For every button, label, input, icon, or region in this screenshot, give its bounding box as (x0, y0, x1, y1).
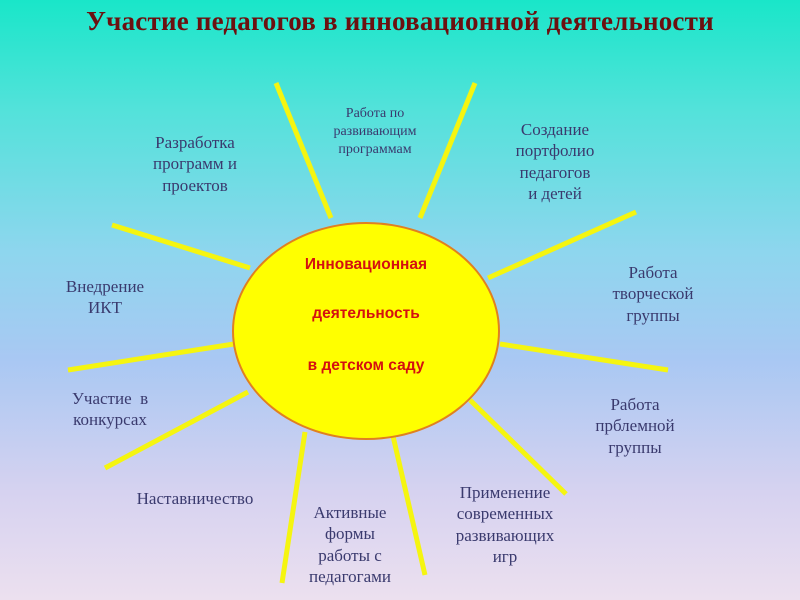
label-nastavnichestvo: Наставничество (136, 489, 254, 508)
ray (417, 82, 478, 219)
ray (486, 209, 638, 281)
center-text-line-2: деятельность (312, 305, 420, 322)
label-konkursy: Участие в конкурсах (71, 389, 149, 430)
ray (390, 435, 428, 576)
label-razrabotka: Разработка программ и проектов (153, 133, 237, 195)
label-portfolio: Создание портфолио педагогов и детей (515, 120, 595, 203)
slide-title: Участие педагогов в инновационной деятел… (86, 6, 714, 36)
ray (499, 341, 669, 373)
ray (103, 389, 250, 471)
center-text-line-1: Инновационная (304, 256, 428, 273)
label-aktivnye-formy: Активные формы работы с педагогами (308, 503, 392, 586)
center-text-line-3: в детском саду (307, 357, 425, 374)
center-sun (232, 222, 500, 440)
ray (273, 82, 334, 219)
ray (468, 398, 568, 496)
label-tvorcheskaya-gruppa: Работа творческой группы (612, 263, 694, 325)
ray (279, 431, 308, 584)
label-sovremennye-igry: Применение современных развивающих игр (455, 483, 555, 566)
label-problemnaya-gruppa: Работа прблемной группы (595, 395, 675, 457)
ray (67, 341, 235, 373)
label-rabota-po-programmam: Работа по развивающим программам (333, 106, 417, 158)
ray (111, 222, 251, 271)
label-ikt: Внедрение ИКТ (65, 277, 145, 318)
